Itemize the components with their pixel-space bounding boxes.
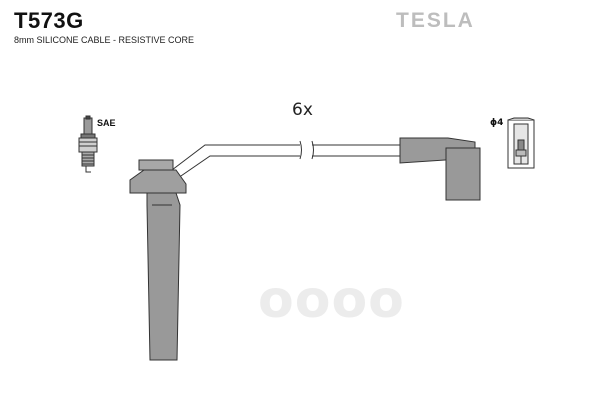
part-number-title: T573G <box>14 8 84 33</box>
cable-wire <box>171 144 400 179</box>
brand-logo: TESLA <box>396 9 475 32</box>
cable-description: 8mm SILICONE CABLE - RESISTIVE CORE <box>14 35 195 45</box>
terminal-diameter-label: ϕ4 <box>490 118 504 128</box>
sae-label: SAE <box>97 118 116 128</box>
terminal-connector-icon <box>507 117 535 169</box>
watermark: oooo <box>258 270 405 330</box>
coil-boot <box>129 159 187 361</box>
angled-plug-boot <box>399 137 481 201</box>
cable-break-marks <box>299 140 314 160</box>
spark-plug-icon <box>78 115 98 173</box>
quantity-label: 6x <box>292 100 313 120</box>
